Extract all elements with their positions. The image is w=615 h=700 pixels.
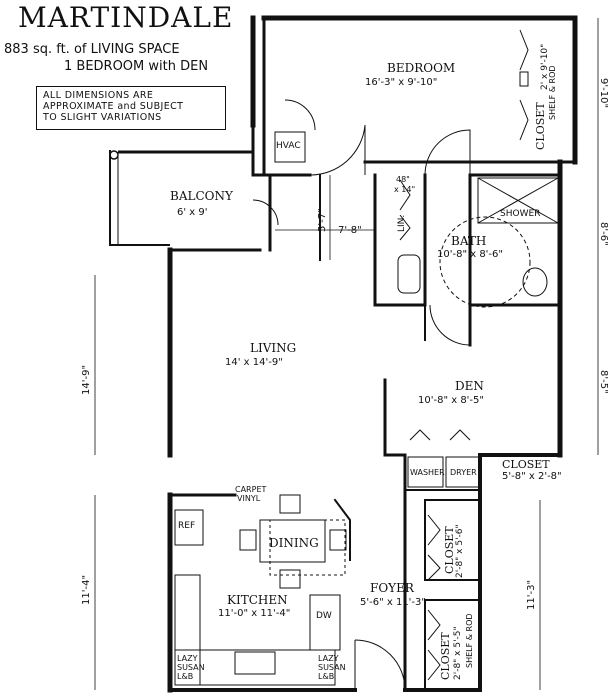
- bedroom-count-label: 1 BEDROOM with DEN: [64, 59, 209, 74]
- refrigerator-label: REF: [178, 521, 196, 531]
- closet-doors: [399, 29, 529, 681]
- dishwasher-label: DW: [316, 611, 332, 621]
- kitchen-label: KITCHEN: [227, 593, 288, 607]
- dimension-den-right: 8'-5": [598, 370, 609, 394]
- den-size: 10'-8" x 8'-5": [418, 395, 485, 406]
- carpet-label: CARPET: [235, 485, 267, 494]
- bedroom-closet-shelf: SHELF & ROD: [548, 65, 557, 120]
- lazy-susan-left: LAZY SUSAN L&B: [177, 654, 205, 681]
- den-label: DEN: [455, 379, 484, 393]
- plan-title: MARTINDALE: [18, 1, 234, 34]
- foyer-closet-1-label: CLOSET: [443, 526, 456, 574]
- dimension-living-left: 14'-9": [81, 364, 92, 395]
- dryer-label: DRYER: [450, 468, 477, 477]
- foyer-size: 5'-6" x 11'-3": [360, 597, 427, 608]
- lazy-susan-line: LAZY: [318, 654, 339, 663]
- balcony-outline: [109, 150, 253, 246]
- linen-size-1: 48": [396, 175, 410, 184]
- exterior-walls: [167, 15, 578, 693]
- lazy-susan-line: LAZY: [177, 654, 198, 663]
- living-space-label: 883 sq. ft. of LIVING SPACE: [4, 42, 180, 57]
- foyer-closet-2-label: CLOSET: [439, 632, 452, 680]
- vinyl-label: VINYL: [237, 494, 261, 503]
- dimension-passage-v: 5'-7": [317, 208, 328, 232]
- living-label: LIVING: [250, 341, 297, 355]
- dimension-foyer-right: 11'-3": [526, 579, 537, 610]
- washer-label: WASHER: [410, 468, 445, 477]
- linen-label: LIN.: [397, 214, 407, 232]
- lazy-susan-line: L&B: [318, 672, 335, 681]
- bedroom-label: BEDROOM: [387, 61, 456, 75]
- hvac-label: HVAC: [276, 141, 301, 151]
- disclaimer-line: TO SLIGHT VARIATIONS: [43, 112, 162, 123]
- lazy-susan-right: LAZY SUSAN L&B: [318, 654, 346, 681]
- foyer-closet-2-size: 2'-8" x 5'-5": [453, 626, 463, 680]
- disclaimer-line: APPROXIMATE and SUBJECT: [43, 101, 184, 112]
- laundry-closet-label: CLOSET: [502, 458, 550, 471]
- bath-size: 10'-8" x 8'-6": [437, 249, 504, 260]
- balcony-size: 6' x 9': [177, 207, 208, 218]
- lazy-susan-line: SUSAN: [318, 663, 346, 672]
- lazy-susan-line: SUSAN: [177, 663, 205, 672]
- shower-label: SHOWER: [500, 209, 541, 219]
- kitchen-size: 11'-0" x 11'-4": [218, 608, 291, 619]
- dimension-top-right: 9'-10": [598, 78, 609, 109]
- balcony-label: BALCONY: [170, 189, 233, 203]
- foyer-closet-2-shelf: SHELF & ROD: [465, 613, 474, 668]
- living-size: 14' x 14'-9": [225, 357, 283, 368]
- fixtures: [174, 71, 559, 686]
- disclaimer-line: ALL DIMENSIONS ARE: [43, 90, 154, 101]
- laundry-closet-size: 5'-8" x 2'-8": [502, 471, 562, 482]
- dimension-passage-h: 7'-8": [338, 225, 362, 236]
- foyer-label: FOYER: [370, 581, 414, 595]
- bedroom-closet-label: CLOSET: [534, 102, 547, 150]
- dimension-kitchen-left: 11'-4": [81, 574, 92, 605]
- lazy-susan-line: L&B: [177, 672, 194, 681]
- dining-label: DINING: [269, 536, 319, 550]
- dimension-bath-right: 8'-6": [598, 222, 609, 246]
- bedroom-size: 16'-3" x 9'-10": [365, 77, 438, 88]
- dimension-lines: [94, 18, 599, 690]
- disclaimer-box: ALL DIMENSIONS ARE APPROXIMATE and SUBJE…: [36, 86, 226, 130]
- bath-label: BATH: [451, 234, 487, 248]
- linen-size-2: x 14": [394, 185, 416, 194]
- door-swings: [252, 99, 471, 691]
- foyer-closet-1-size: 2'-8" x 5'-6": [455, 524, 465, 578]
